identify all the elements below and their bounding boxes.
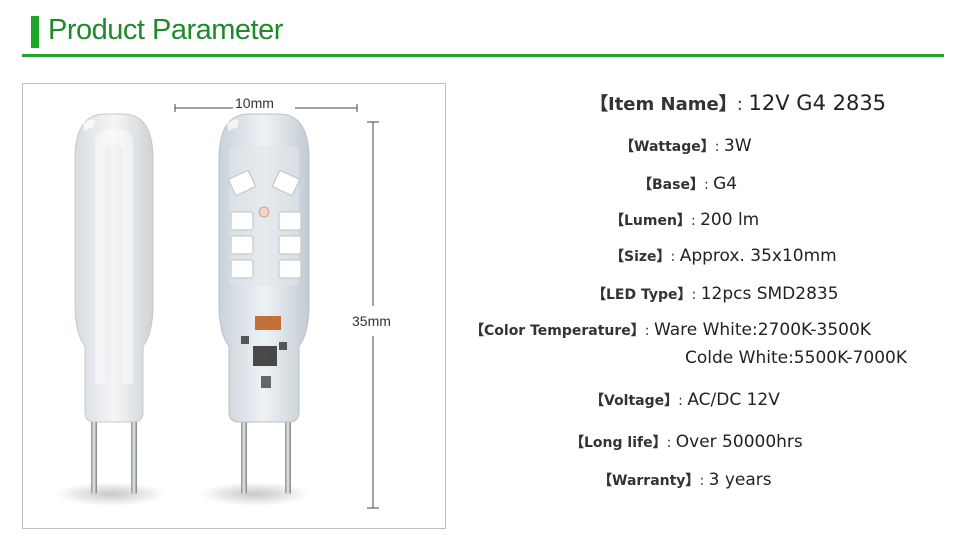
param-colon: : — [644, 323, 650, 339]
param-label: 【Long life】 — [570, 435, 667, 451]
param-wattage: 【Wattage】: 3W — [620, 136, 752, 156]
product-illustration — [56, 104, 379, 509]
param-label: 【Size】 — [610, 249, 671, 265]
page-title: Product Parameter — [48, 14, 283, 46]
param-value: 200 lm — [700, 210, 760, 230]
param-label: 【Wattage】 — [620, 139, 715, 155]
param-label: 【Base】 — [638, 177, 704, 193]
param-label: 【Warranty】 — [598, 473, 700, 489]
param-colon: : — [714, 139, 720, 155]
param-colon: : — [666, 435, 672, 451]
param-value: Ware White:2700K-3500K — [653, 320, 871, 340]
param-colon: : — [691, 287, 697, 303]
param-colon: : — [699, 473, 705, 489]
param-colon: : — [736, 94, 743, 115]
param-long-life: 【Long life】: Over 50000hrs — [570, 432, 803, 452]
param-value: Over 50000hrs — [675, 432, 803, 452]
led-chip-array — [228, 170, 302, 279]
param-value: G4 — [713, 174, 738, 194]
clear-led-bulb — [218, 113, 310, 494]
header-divider — [22, 54, 944, 57]
param-colon: : — [678, 393, 683, 409]
param-base: 【Base】: G4 — [638, 174, 737, 194]
param-size: 【Size】: Approx. 35x10mm — [610, 246, 837, 266]
width-dimension-label: 10mm — [235, 95, 274, 111]
page-header: Product Parameter — [0, 0, 960, 60]
param-lumen: 【Lumen】: 200 lm — [610, 210, 759, 230]
param-label: 【LED Type】 — [592, 287, 692, 303]
param-label: 【Voltage】 — [590, 393, 679, 409]
frosted-bulb — [74, 113, 154, 494]
param-warranty: 【Warranty】: 3 years — [598, 470, 772, 490]
param-label: 【Item Name】 — [590, 94, 737, 115]
param-colon: : — [703, 177, 709, 193]
param-voltage: 【Voltage】: AC/DC 12V — [590, 390, 780, 410]
param-value: AC/DC 12V — [687, 390, 780, 410]
param-value: 3W — [723, 136, 752, 156]
param-label: 【Color Temperature】 — [470, 323, 645, 339]
param-label: 【Lumen】 — [610, 213, 691, 229]
param-value: Approx. 35x10mm — [679, 246, 837, 266]
param-colon: : — [670, 249, 676, 265]
param-led-type: 【LED Type】: 12pcs SMD2835 — [592, 284, 839, 304]
param-value-line2: Colde White:5500K-7000K — [685, 348, 907, 368]
param-item-name: 【Item Name】: 12V G4 2835 — [590, 90, 886, 116]
param-value: 12V G4 2835 — [748, 91, 887, 115]
param-color-temperature: 【Color Temperature】: Ware White:2700K-35… — [470, 320, 871, 340]
product-image-frame: 10mm 35mm — [22, 83, 446, 529]
param-value: 3 years — [708, 470, 772, 490]
param-colon: : — [690, 213, 696, 229]
header-accent-bar — [31, 16, 39, 48]
param-value: 12pcs SMD2835 — [700, 284, 839, 304]
height-dimension-label: 35mm — [352, 313, 391, 329]
parameter-list: 【Item Name】: 12V G4 2835 【Wattage】: 3W 【… — [460, 0, 960, 550]
height-dimension-line — [367, 121, 379, 509]
width-dimension-line — [174, 104, 358, 112]
